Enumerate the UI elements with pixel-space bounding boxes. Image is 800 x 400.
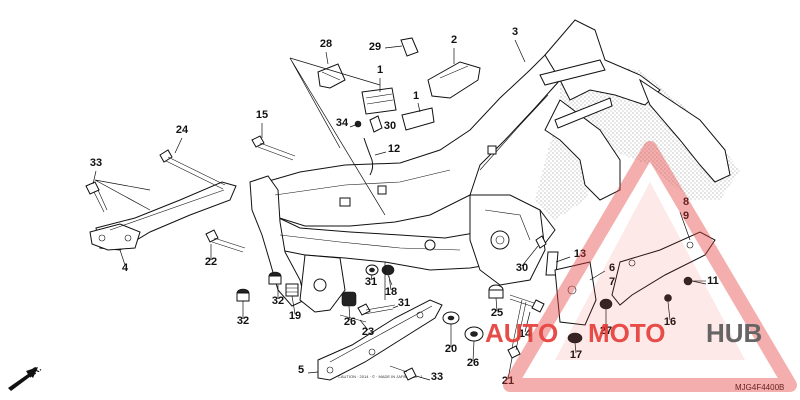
callout-c7: 7 xyxy=(609,276,615,288)
clamp-28[interactable] xyxy=(317,63,346,89)
stay-1b[interactable] xyxy=(401,107,435,131)
callout-c22: 22 xyxy=(205,256,217,268)
bolt-18[interactable] xyxy=(381,264,395,286)
washer-31-a[interactable] xyxy=(365,264,379,276)
callout-c18: 18 xyxy=(385,286,397,298)
callout-c26a: 26 xyxy=(344,316,356,328)
callout-c3: 3 xyxy=(512,26,518,38)
nut-26-a[interactable] xyxy=(341,291,357,307)
relay-rubber-1a[interactable] xyxy=(361,87,397,115)
bolt-21[interactable] xyxy=(507,299,527,359)
callout-c12: 12 xyxy=(388,143,400,155)
side-plate-6-7[interactable] xyxy=(554,261,597,326)
collar-32-a[interactable] xyxy=(268,271,282,285)
bolt-15[interactable] xyxy=(251,135,296,161)
engine-hanger-bracket[interactable] xyxy=(89,181,237,251)
callout-c16: 16 xyxy=(664,316,676,328)
hose-12[interactable] xyxy=(363,137,374,176)
callout-c32b: 32 xyxy=(237,315,249,327)
callout-c2: 2 xyxy=(451,34,457,46)
collar-32-b[interactable] xyxy=(236,288,250,302)
watermark-text-auto: AUTO xyxy=(485,318,558,348)
collar-20[interactable] xyxy=(442,311,460,325)
callout-c26b: 26 xyxy=(467,357,479,369)
bracket-warning-print: CAUTION · 2014 · © · MADE IN JAPAN · 35 … xyxy=(338,374,423,379)
watermark-logo: AUTO MOTO HUB xyxy=(485,141,797,392)
callout-c23: 23 xyxy=(362,326,374,338)
callout-c11: 11 xyxy=(707,275,719,287)
callout-c21: 21 xyxy=(502,375,514,387)
callout-c9: 9 xyxy=(683,210,689,222)
watermark-triangle xyxy=(503,141,797,392)
callout-c29: 29 xyxy=(369,41,381,53)
diagram-code: MJG4F4400B xyxy=(735,383,784,392)
band-29[interactable] xyxy=(400,37,419,57)
watermark-text-moto: MOTO xyxy=(588,318,666,348)
bolt-14[interactable] xyxy=(509,294,545,313)
callout-c8: 8 xyxy=(683,196,689,208)
bolt-24[interactable] xyxy=(159,149,226,190)
callout-c5: 5 xyxy=(298,364,304,376)
callout-c17: 17 xyxy=(570,349,582,361)
callout-c34: 34 xyxy=(336,117,349,129)
main-frame[interactable] xyxy=(249,19,731,313)
bolt-31-b[interactable] xyxy=(357,303,396,316)
leader-4-group xyxy=(94,179,151,211)
callout-c20: 20 xyxy=(445,343,457,355)
callout-c31a: 31 xyxy=(365,276,377,288)
part-callouts: 1123456789111213141516171819202122232425… xyxy=(90,26,719,387)
nut-26-b[interactable] xyxy=(464,326,484,342)
lower-bracket-5[interactable]: CAUTION · 2014 · © · MADE IN JAPAN · 35 … xyxy=(317,299,443,381)
bolt-11[interactable] xyxy=(683,276,706,286)
bolt-22[interactable] xyxy=(205,229,246,253)
callout-c27: 27 xyxy=(600,325,612,337)
callout-c33a: 33 xyxy=(90,157,102,169)
callout-c15: 15 xyxy=(256,109,268,121)
front-direction-arrow: FR. xyxy=(8,363,43,391)
callout-c30b: 30 xyxy=(516,262,528,274)
clip-30-lower[interactable] xyxy=(535,235,547,249)
callout-c6: 6 xyxy=(609,262,615,274)
callout-c28: 28 xyxy=(320,38,332,50)
bolt-23[interactable] xyxy=(339,314,367,323)
callout-c1b: 1 xyxy=(413,90,419,102)
leader-lines xyxy=(92,39,707,381)
callout-c24: 24 xyxy=(176,124,189,136)
step-bracket-8-9[interactable] xyxy=(611,231,716,306)
bolt-33-upper[interactable] xyxy=(85,181,108,213)
spacer-19[interactable] xyxy=(285,283,299,297)
callout-c4: 4 xyxy=(122,262,129,274)
callout-c25: 25 xyxy=(491,307,503,319)
callout-c14: 14 xyxy=(519,328,532,340)
callout-c1a: 1 xyxy=(377,64,383,76)
callout-c32a: 32 xyxy=(272,295,284,307)
callout-c19: 19 xyxy=(289,310,301,322)
callout-c30a: 30 xyxy=(384,120,396,132)
callout-c33b: 33 xyxy=(431,371,443,383)
callout-c31b: 31 xyxy=(398,297,410,309)
watermark-text-hub: HUB xyxy=(706,318,762,348)
bracket-2[interactable] xyxy=(427,61,481,99)
bolt-16[interactable] xyxy=(664,294,672,302)
clip-30-upper[interactable] xyxy=(369,115,383,133)
callout-c13: 13 xyxy=(574,248,586,260)
collar-25[interactable] xyxy=(488,284,504,299)
